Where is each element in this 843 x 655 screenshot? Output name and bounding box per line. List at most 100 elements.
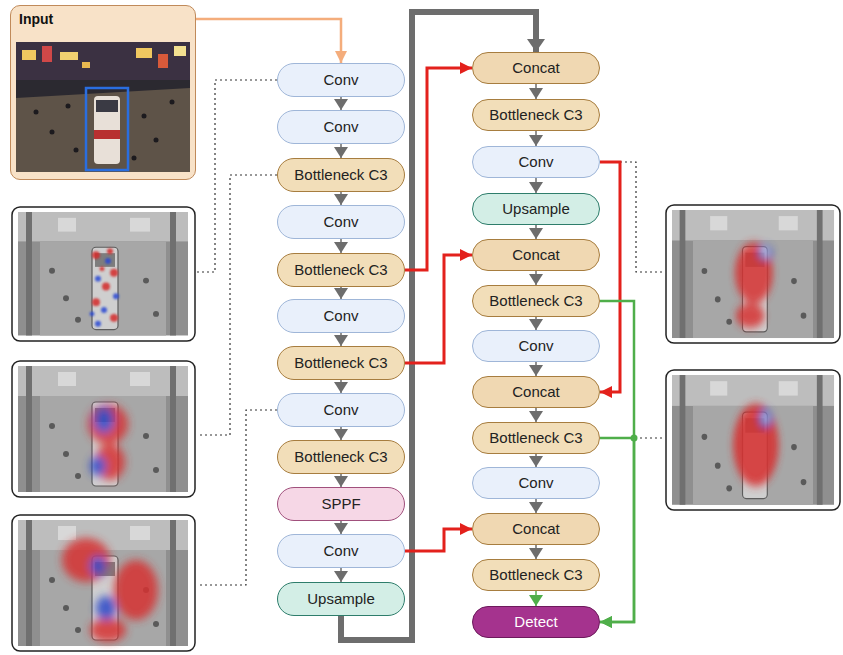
connector [340,239,342,253]
illustration-part [110,269,118,277]
illustration-part [733,404,779,486]
illustration-part [95,276,101,282]
illustration-part [154,138,159,143]
block-label: Concat [512,384,560,401]
illustration-part [113,293,119,299]
conv-block: Conv [277,534,405,568]
illustration-part [735,243,773,328]
illustration-part [96,596,116,620]
illustration-part [34,110,39,115]
illustration-part [88,404,128,480]
heatmap-panel [12,207,195,341]
connector [535,454,537,467]
connector [340,192,342,205]
illustration-part [197,80,277,272]
concat-block: Concat [472,376,600,408]
block-label: Conv [518,154,553,171]
illustration-part [18,520,188,646]
conv-block: Conv [472,146,600,178]
illustration-part [18,366,188,492]
illustration-part [16,42,190,80]
illustration-part [672,210,834,338]
illustration-part [672,210,834,338]
connector [600,301,634,622]
connector [340,427,342,440]
block-label: Bottleneck C3 [294,449,387,466]
junction-dot [631,435,638,442]
illustration-part [42,46,52,62]
connector [600,162,620,392]
block-label: Input [19,12,53,27]
illustration-part [18,366,188,492]
connector [535,225,537,239]
illustration-part [114,560,158,620]
block-label: Conv [323,72,358,89]
connector [535,178,537,193]
bottleneck-block: Bottleneck C3 [472,422,600,454]
illustration-part [95,321,101,327]
conv-block: Conv [277,63,405,97]
illustration-part [100,266,105,271]
illustration-part [90,556,106,576]
input-photo [16,42,190,172]
conv-block: Conv [277,393,405,427]
connector [535,362,537,376]
detect-block: Detect [472,606,600,638]
block-label: Conv [518,338,553,355]
illustration-part [62,538,158,642]
illustration-part [90,248,120,326]
connector [405,529,472,551]
illustration-part [12,515,195,651]
illustration-part [132,156,137,161]
block-label: Bottleneck C3 [294,167,387,184]
block-label: Bottleneck C3 [294,262,387,279]
illustration-part [733,404,779,486]
illustration-part [22,50,36,60]
connector [196,19,341,63]
connector [340,380,342,393]
conv-block: Conv [472,467,600,499]
connector [535,545,537,559]
block-label: Bottleneck C3 [489,430,582,447]
illustration-part [12,207,195,341]
bottleneck-block: Bottleneck C3 [472,559,600,591]
block-label: Conv [323,402,358,419]
illustration-part [88,404,128,444]
illustration-part [197,175,277,435]
illustration-part [16,42,190,172]
connector [535,271,537,285]
illustration-part [136,48,152,58]
illustration-part [94,407,114,433]
illustration-part [107,248,113,254]
illustration-part [758,246,773,260]
illustration-part [110,314,118,322]
illustration-part [105,258,111,264]
block-label: Conv [323,543,358,560]
illustration-part [62,538,110,582]
connector [535,408,537,422]
block-label: Concat [512,60,560,77]
illustration-part [86,88,128,170]
connector [340,474,342,487]
connector [535,131,537,146]
illustration-part [90,618,126,642]
connector [405,255,472,363]
bottleneck-block: Bottleneck C3 [277,440,405,474]
concat-block: Concat [472,52,600,84]
illustration-part [763,250,769,256]
conv-block: Conv [277,205,405,239]
illustration-part [96,100,118,112]
block-label: Bottleneck C3 [489,107,582,124]
illustration-part [18,212,188,335]
illustration-part [18,212,188,335]
illustration-part [158,54,168,68]
block-label: Bottleneck C3 [294,355,387,372]
block-label: Upsample [307,591,375,608]
input-panel: Input [10,5,196,180]
illustration-part [92,298,100,306]
connector [340,97,342,110]
heatmap-panel [666,205,840,343]
block-label: SPPF [321,496,360,513]
heatmap-panel [666,370,840,510]
